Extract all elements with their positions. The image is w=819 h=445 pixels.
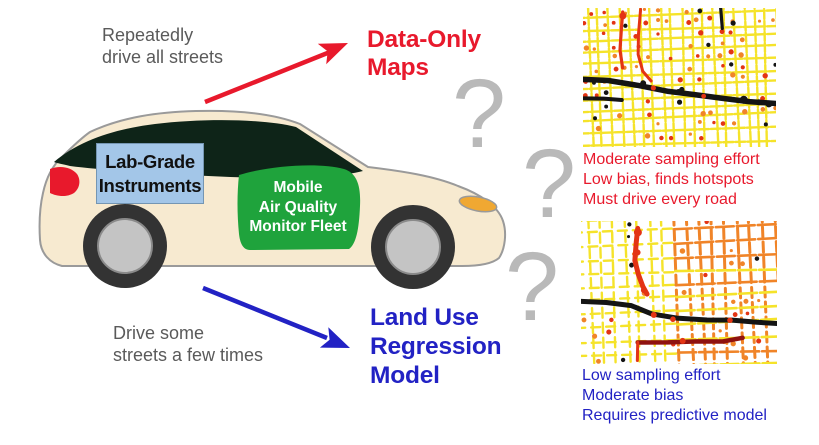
title-line: Model [370, 362, 440, 389]
note-line: Repeatedly [102, 25, 194, 45]
mobile-fleet-label: Mobile Air Quality Monitor Fleet [233, 178, 363, 237]
title-line: Land Use [370, 304, 479, 331]
car-front-wheel [371, 205, 455, 289]
note-drive-some-streets: Drive some streets a few times [113, 322, 263, 366]
land-use-regression-title: Land Use Regression Model [370, 303, 502, 390]
title-line: Regression [370, 333, 502, 360]
label-line: Monitor Fleet [249, 218, 347, 235]
lab-grade-instruments-label: Lab-Grade Instruments [96, 143, 204, 204]
car-headlight [458, 195, 498, 213]
caption-line: Requires predictive model [582, 407, 767, 424]
title-line: Maps [367, 54, 429, 81]
caption-line: Must drive every road [583, 191, 737, 208]
car-tail-light [50, 166, 80, 197]
car-door-green-panel [237, 165, 361, 250]
title-line: Data-Only [367, 26, 481, 53]
note-line: streets a few times [113, 345, 264, 365]
question-mark-icon: ? [452, 59, 506, 168]
blue-arrow-icon [202, 285, 350, 348]
label-line: Instruments [98, 174, 202, 196]
caption-line: Moderate sampling effort [583, 151, 760, 168]
caption-line: Low bias, finds hotspots [583, 171, 754, 188]
caption-line: Moderate bias [582, 387, 684, 404]
caption-line: Low sampling effort [582, 367, 721, 384]
question-mark-icon: ? [522, 129, 576, 238]
question-mark-icon: ? [505, 232, 559, 341]
car-rear-wheel [83, 204, 167, 288]
label-line: Lab-Grade [105, 150, 195, 172]
note-line: Drive some [113, 323, 205, 343]
note-repeatedly-drive: Repeatedly drive all streets [102, 24, 223, 68]
label-line: Air Quality [258, 198, 338, 216]
data-only-maps-title: Data-Only Maps [367, 26, 481, 82]
red-arrow-icon [204, 43, 348, 105]
regression-pollution-map-image [581, 221, 777, 364]
data-only-pollution-map-image [583, 8, 776, 147]
top-map-caption: Moderate sampling effort Low bias, finds… [583, 150, 760, 210]
bottom-map-caption: Low sampling effort Moderate bias Requir… [582, 366, 767, 426]
note-line: drive all streets [102, 47, 224, 67]
label-line: Mobile [273, 179, 323, 196]
